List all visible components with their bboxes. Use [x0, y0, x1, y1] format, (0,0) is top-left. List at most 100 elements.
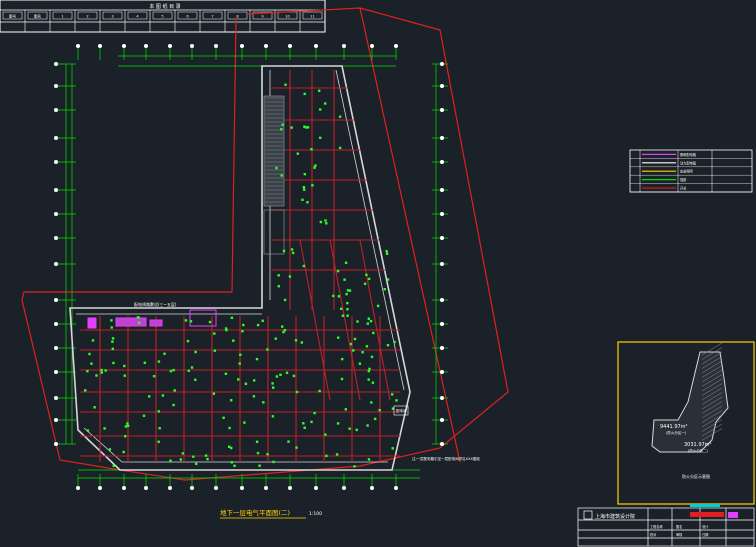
electrical-device [310, 420, 313, 424]
electrical-device [302, 422, 305, 425]
axis-bubble-top [394, 44, 398, 48]
electrical-device [244, 382, 248, 385]
drawing-title: 地下一层电气平面图(二) [220, 508, 290, 517]
axis-bubble-left [54, 160, 58, 164]
index-column-label: 1 [61, 15, 63, 19]
electrical-device [208, 320, 212, 324]
electrical-device [255, 440, 259, 443]
axis-bubble-right [440, 442, 444, 446]
electrical-device [319, 220, 323, 224]
electrical-device [111, 347, 114, 350]
axis-bubble-bottom [288, 486, 292, 490]
electrical-device [86, 429, 90, 432]
axis-bubble-bottom [314, 486, 318, 490]
axis-bubble-left [54, 418, 58, 422]
electrical-device [281, 123, 284, 126]
axis-bubble-left [54, 298, 58, 302]
electrical-device [391, 393, 394, 396]
electrical-device [290, 248, 294, 251]
index-column-label: 10 [285, 15, 290, 19]
electrical-device [284, 83, 287, 86]
electrical-device [292, 374, 296, 378]
electrical-device [266, 453, 269, 456]
electrical-device [158, 427, 161, 430]
electrical-device [241, 330, 244, 333]
electrical-device [393, 340, 396, 344]
electrical-device [194, 378, 197, 381]
axis-bubble-left [54, 84, 58, 88]
axis-bubble-bottom [214, 486, 218, 490]
axis-bubble-right [440, 160, 444, 164]
electrical-device [291, 251, 295, 255]
electrical-device [366, 322, 369, 325]
electrical-device [391, 447, 394, 450]
electrical-device [318, 389, 321, 393]
electrical-device [332, 294, 335, 298]
site-boundary [21, 7, 509, 481]
stair-shaft [263, 95, 285, 255]
electrical-device [365, 273, 368, 277]
electrical-device [288, 275, 292, 278]
drawing-scale: 1:100 [309, 511, 322, 517]
electrical-device [337, 295, 341, 298]
electrical-device [230, 316, 234, 319]
electrical-device [345, 292, 348, 296]
electrical-device [296, 152, 299, 155]
electrical-device [367, 378, 370, 381]
title-block-field: 日期 [702, 532, 708, 537]
electrical-device [280, 128, 283, 131]
electrical-device [169, 369, 173, 373]
electrical-device [112, 361, 115, 365]
axis-bubble-right [440, 236, 444, 240]
electrical-device [212, 392, 216, 395]
electrical-device [228, 445, 231, 448]
electrical-device [346, 308, 349, 311]
axis-bubble-bottom [144, 486, 148, 490]
electrical-device [194, 350, 197, 354]
electrical-device [86, 370, 89, 373]
electrical-device [325, 222, 328, 225]
note-right-label: 注:一层配电箱引至一层配电间详见XXX图纸 [412, 456, 480, 461]
axis-bubble-top [342, 44, 346, 48]
electrical-device [206, 457, 209, 461]
axis-bubble-bottom [394, 486, 398, 490]
electrical-device [173, 389, 176, 392]
axis-bubble-right [440, 396, 444, 400]
axis-bubble-top [190, 44, 194, 48]
axis-bubble-top [288, 44, 292, 48]
electrical-device [122, 450, 125, 454]
axis-bubble-top [240, 44, 244, 48]
electrical-device [313, 166, 316, 169]
electrical-device [370, 355, 374, 359]
electrical-device [88, 352, 91, 356]
electrical-device [282, 249, 286, 253]
electrical-device [228, 426, 231, 430]
electrical-device [272, 386, 275, 389]
electrical-device [112, 464, 115, 467]
axis-bubble-top [370, 44, 374, 48]
electrical-device [367, 277, 371, 281]
electrical-device [266, 348, 269, 351]
electrical-device [325, 454, 328, 458]
electrical-device [294, 339, 298, 342]
axis-bubble-bottom [168, 486, 172, 490]
electrical-devices [84, 83, 398, 468]
axis-bubble-top [314, 44, 318, 48]
axis-bubble-top [76, 44, 80, 48]
electrical-device [161, 394, 165, 397]
index-column-label: 5 [161, 15, 163, 19]
electrical-device [349, 342, 353, 346]
electrical-device [282, 330, 285, 334]
key-plan: 9441.97m² (防火分区一) 3031.97m² (防火分区二) 防火分区… [617, 341, 755, 505]
drawing-title-block: 地下一层电气平面图(二) 1:100 [220, 508, 322, 519]
electrical-device [195, 462, 198, 465]
design-company: 上海市建筑设计院 [595, 513, 635, 520]
axis-bubble-left [54, 396, 58, 400]
electrical-device [356, 320, 359, 323]
axis-bubble-left [54, 236, 58, 240]
electrical-device [84, 389, 87, 392]
electrical-device [303, 188, 306, 191]
electrical-device [213, 332, 216, 335]
